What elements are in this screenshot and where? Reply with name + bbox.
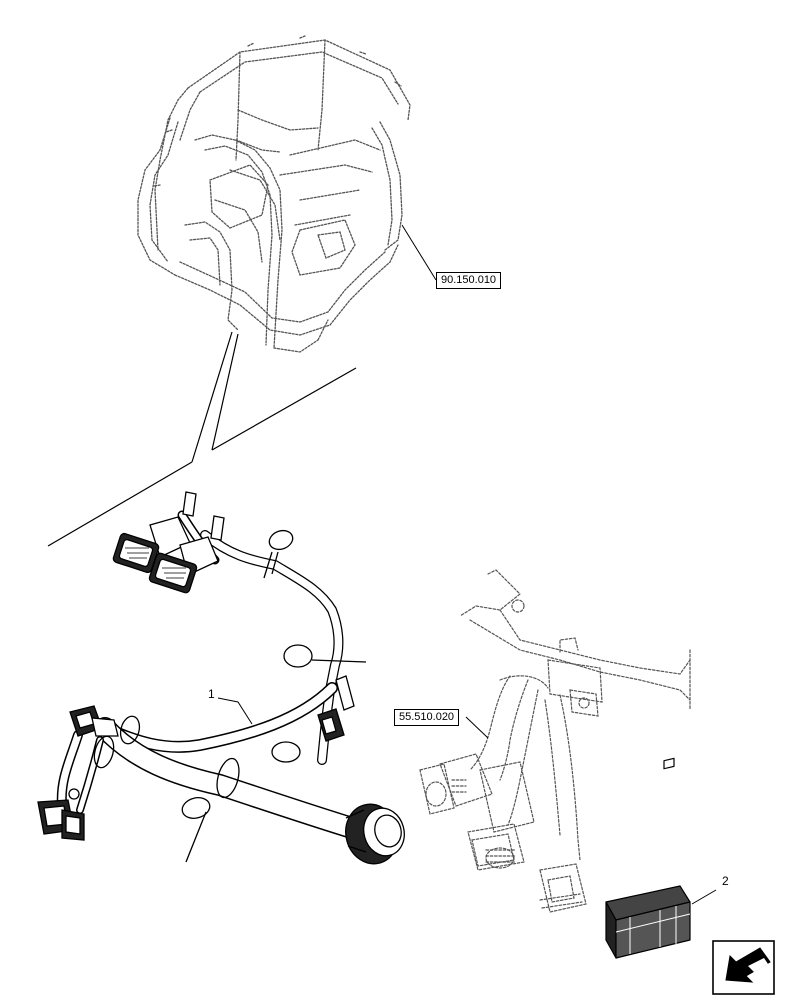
cab-ref-label[interactable]: 90.150.010 <box>436 272 502 289</box>
inline-connector <box>317 675 355 742</box>
ghost-harness <box>419 569 691 913</box>
cab-frame <box>137 35 411 353</box>
item-2-leader <box>691 889 717 905</box>
round-connector <box>345 803 405 865</box>
harness-ref-label[interactable]: 55.510.020 <box>394 709 460 726</box>
harness-ref-leader <box>465 716 489 739</box>
main-harness <box>56 510 363 839</box>
cable-ties <box>93 529 367 863</box>
cab-leader-lines <box>47 331 357 547</box>
cab-ref-leader <box>401 224 437 281</box>
item-2-callout: 2 <box>722 874 729 888</box>
item-1-leader <box>217 697 253 725</box>
left-connectors <box>37 705 119 841</box>
arrow-down-left-icon[interactable] <box>712 940 775 995</box>
top-connectors <box>112 491 225 594</box>
crate <box>605 757 691 959</box>
item-1-callout: 1 <box>208 687 215 701</box>
